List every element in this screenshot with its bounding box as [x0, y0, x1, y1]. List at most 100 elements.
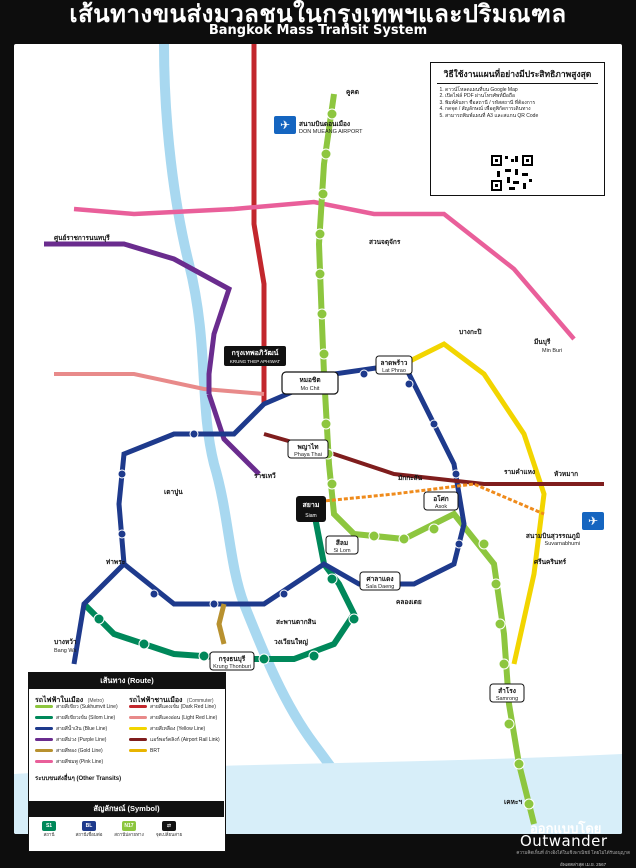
commuter-lines-list: สายสีแดงเข้ม (Dark Red Line) สายสีแดงอ่อน… — [129, 701, 221, 756]
copyright-note: ความคิดเห็นที่ อ้างอิงได้ในเชิงพาณิชย์ โ… — [516, 850, 630, 855]
gold-line — [216, 603, 227, 645]
yellow-line — [402, 341, 547, 665]
line-swatch — [35, 716, 53, 719]
line-name: สายสีแดงเข้ม (Dark Red Line) — [150, 703, 216, 710]
silom-th: สีลม — [336, 539, 348, 547]
phayathai-en: Phaya Thai — [294, 452, 322, 458]
line-swatch — [35, 749, 53, 752]
wongwian-label: วงเวียนใหญ่ — [274, 637, 308, 646]
line-name: สายสีเหลือง (Yellow Line) — [150, 725, 206, 732]
commuter-line-row: สายสีเหลือง (Yellow Line) — [129, 723, 221, 734]
other-transits-heading: ระบบขนส่งอื่นๆ (Other Transits) — [35, 776, 122, 782]
page-title-english: Bangkok Mass Transit System — [208, 23, 428, 38]
info-step: เปิดไฟล์ PDF ผ่านโทรศัพท์มือถือ — [445, 93, 598, 99]
taopoon-label: เตาปูน — [164, 488, 183, 497]
line-name: สายสีน้ำเงิน (Blue Line) — [56, 725, 108, 732]
blue-line-loop — [116, 361, 467, 607]
hub-silom: สีลม Si Lom — [325, 535, 359, 555]
hub-krungthonburi: กรุงธนบุรี Krung Thonburi — [209, 651, 255, 671]
donmueang-th: สนามบินดอนเมือง — [299, 120, 350, 128]
symbol-interchange-label: จุดเปลี่ยนสาย — [155, 832, 183, 837]
siam-th: สยาม — [303, 502, 320, 509]
legend-route-header: เส้นทาง (Route) — [29, 673, 225, 689]
pink-line — [73, 199, 576, 341]
samrong-th: สำโรง — [498, 686, 516, 695]
info-step: พิมพ์ค้นหา ชื่อสถานี / รหัสสถานี ที่ต้อง… — [445, 100, 598, 106]
metro-lines-list: สายสีเขียว (Sukhumvit Line) สายสีเขียวเข้… — [35, 701, 127, 767]
minburi-label: มีนบุรี — [534, 338, 551, 346]
saladaeng-th: ศาลาแดง — [367, 576, 394, 583]
metro-line-row: สายสีทอง (Gold Line) — [35, 745, 127, 756]
commuter-line-row: แอร์พอร์ตลิงก์ (Airport Rail Link) — [129, 734, 221, 745]
updated-date: อัพเดตล่าสุด เม.ย. 2567 — [560, 862, 607, 867]
tapra-label: ท่าพระ — [106, 558, 126, 566]
commuter-line-row: สายสีแดงอ่อน (Light Red Line) — [129, 712, 221, 723]
map-canvas: หมอชิต Mo Chit กรุงเทพอภิวัฒน์ KRUNG THE… — [14, 44, 622, 834]
symbol-header-row: สัญลักษณ์ (Symbol) — [29, 801, 224, 817]
page-title-thai: เส้นทางขนส่งมวลชนในกรุงเทพฯและปริมณฑล — [69, 0, 567, 28]
ladprao-th: ลาดพร้าว — [381, 358, 408, 367]
line-name: สายสีแดงอ่อน (Light Red Line) — [150, 714, 218, 721]
mochit-en: Mo Chit — [301, 386, 320, 392]
line-name: แอร์พอร์ตลิงก์ (Airport Rail Link) — [150, 736, 220, 743]
qr-code-icon[interactable] — [489, 153, 535, 193]
line-name: สายสีเขียวเข้ม (Silom Line) — [56, 714, 116, 721]
khukhot-label: คูคต — [346, 89, 359, 97]
saphantaksin-label: สะพานตากสิน — [276, 618, 317, 626]
commuter-sub: (Commuter) — [186, 698, 214, 704]
commuter-heading: รถไฟฟ้าชานเมือง — [129, 697, 183, 704]
line-swatch — [129, 749, 147, 752]
airport-donmueang: ✈ สนามบินดอนเมือง DON MUEANG AIRPORT — [274, 116, 363, 135]
hub-bangsue: กรุงเทพอภิวัฒน์ KRUNG THEP APHIWAT — [224, 346, 286, 366]
ladprao-en: Lat Phrao — [382, 368, 406, 374]
hub-samrong: สำโรง Samrong — [489, 683, 525, 703]
metro-line-row: สายสีเขียว (Sukhumvit Line) — [35, 701, 127, 712]
blue-stations — [117, 369, 464, 609]
metro-sub: (Metro) — [87, 698, 104, 704]
ratchathewi-label: ราชเทวี — [254, 472, 276, 480]
asok-th: อโศก — [433, 494, 449, 503]
silom-stations — [93, 573, 360, 665]
asok-en: Asok — [435, 504, 447, 510]
khlongtoei-label: คลองเตย — [396, 599, 422, 606]
hub-mochit: หมอชิต Mo Chit — [281, 371, 339, 395]
legend-panel: เส้นทาง (Route) รถไฟฟ้าในเมือง (Metro) ร… — [28, 672, 226, 852]
purple-line — [44, 241, 233, 394]
outwander-logo-text: Outwander — [520, 832, 608, 850]
line-name: สายสีชมพู (Pink Line) — [56, 758, 104, 765]
silom-en: Si Lom — [333, 548, 351, 554]
bangsue-th: กรุงเทพอภิวัฒน์ — [232, 348, 279, 357]
metro-line-row: สายสีม่วง (Purple Line) — [35, 734, 127, 745]
chao-phraya-river — [159, 44, 379, 834]
line-swatch — [35, 727, 53, 730]
symbol-station-label: สถานี — [43, 832, 55, 837]
purple-line-south — [206, 393, 261, 476]
metro-column-header: รถไฟฟ้าในเมือง (Metro) — [35, 689, 104, 707]
dark-red-line — [251, 44, 267, 404]
airplane-icon-2: ✈ — [588, 514, 598, 528]
hub-siam: สยาม Siam — [296, 496, 326, 522]
line-swatch — [35, 760, 53, 763]
samrong-en: Samrong — [496, 696, 518, 702]
krungthonburi-th: กรุงธนบุรี — [219, 655, 246, 663]
symbol-header: สัญลักษณ์ (Symbol) — [29, 801, 224, 817]
orange-line — [313, 482, 545, 516]
huamak-label: หัวหมาก — [554, 470, 578, 478]
metro-heading: รถไฟฟ้าในเมือง — [35, 697, 84, 704]
siam-en: Siam — [305, 513, 316, 519]
line-swatch — [35, 705, 53, 708]
line-name: สายสีทอง (Gold Line) — [56, 747, 103, 754]
how-to-use-panel: วิธีใช้งานแผนที่อย่างมีประสิทธิภาพสูงสุด… — [430, 62, 605, 196]
srinagarindra-label: ศรีนครินทร์ — [534, 558, 567, 566]
suvarnabhumi-th: สนามบินสุวรรณภูมิ — [526, 532, 580, 541]
hub-saladaeng: ศาลาแดง Sala Daeng — [359, 571, 401, 591]
hub-ladprao: ลาดพร้าว Lat Phrao — [375, 355, 413, 375]
line-swatch — [129, 738, 147, 741]
commuter-column-header: รถไฟฟ้าชานเมือง (Commuter) — [129, 689, 214, 707]
hub-phayathai: พญาไท Phaya Thai — [287, 439, 329, 459]
info-step: กดจุด / สัญลักษณ์ เพื่อดูพิกัดการเดินทาง — [445, 106, 598, 112]
line-name: BRT — [150, 747, 160, 754]
